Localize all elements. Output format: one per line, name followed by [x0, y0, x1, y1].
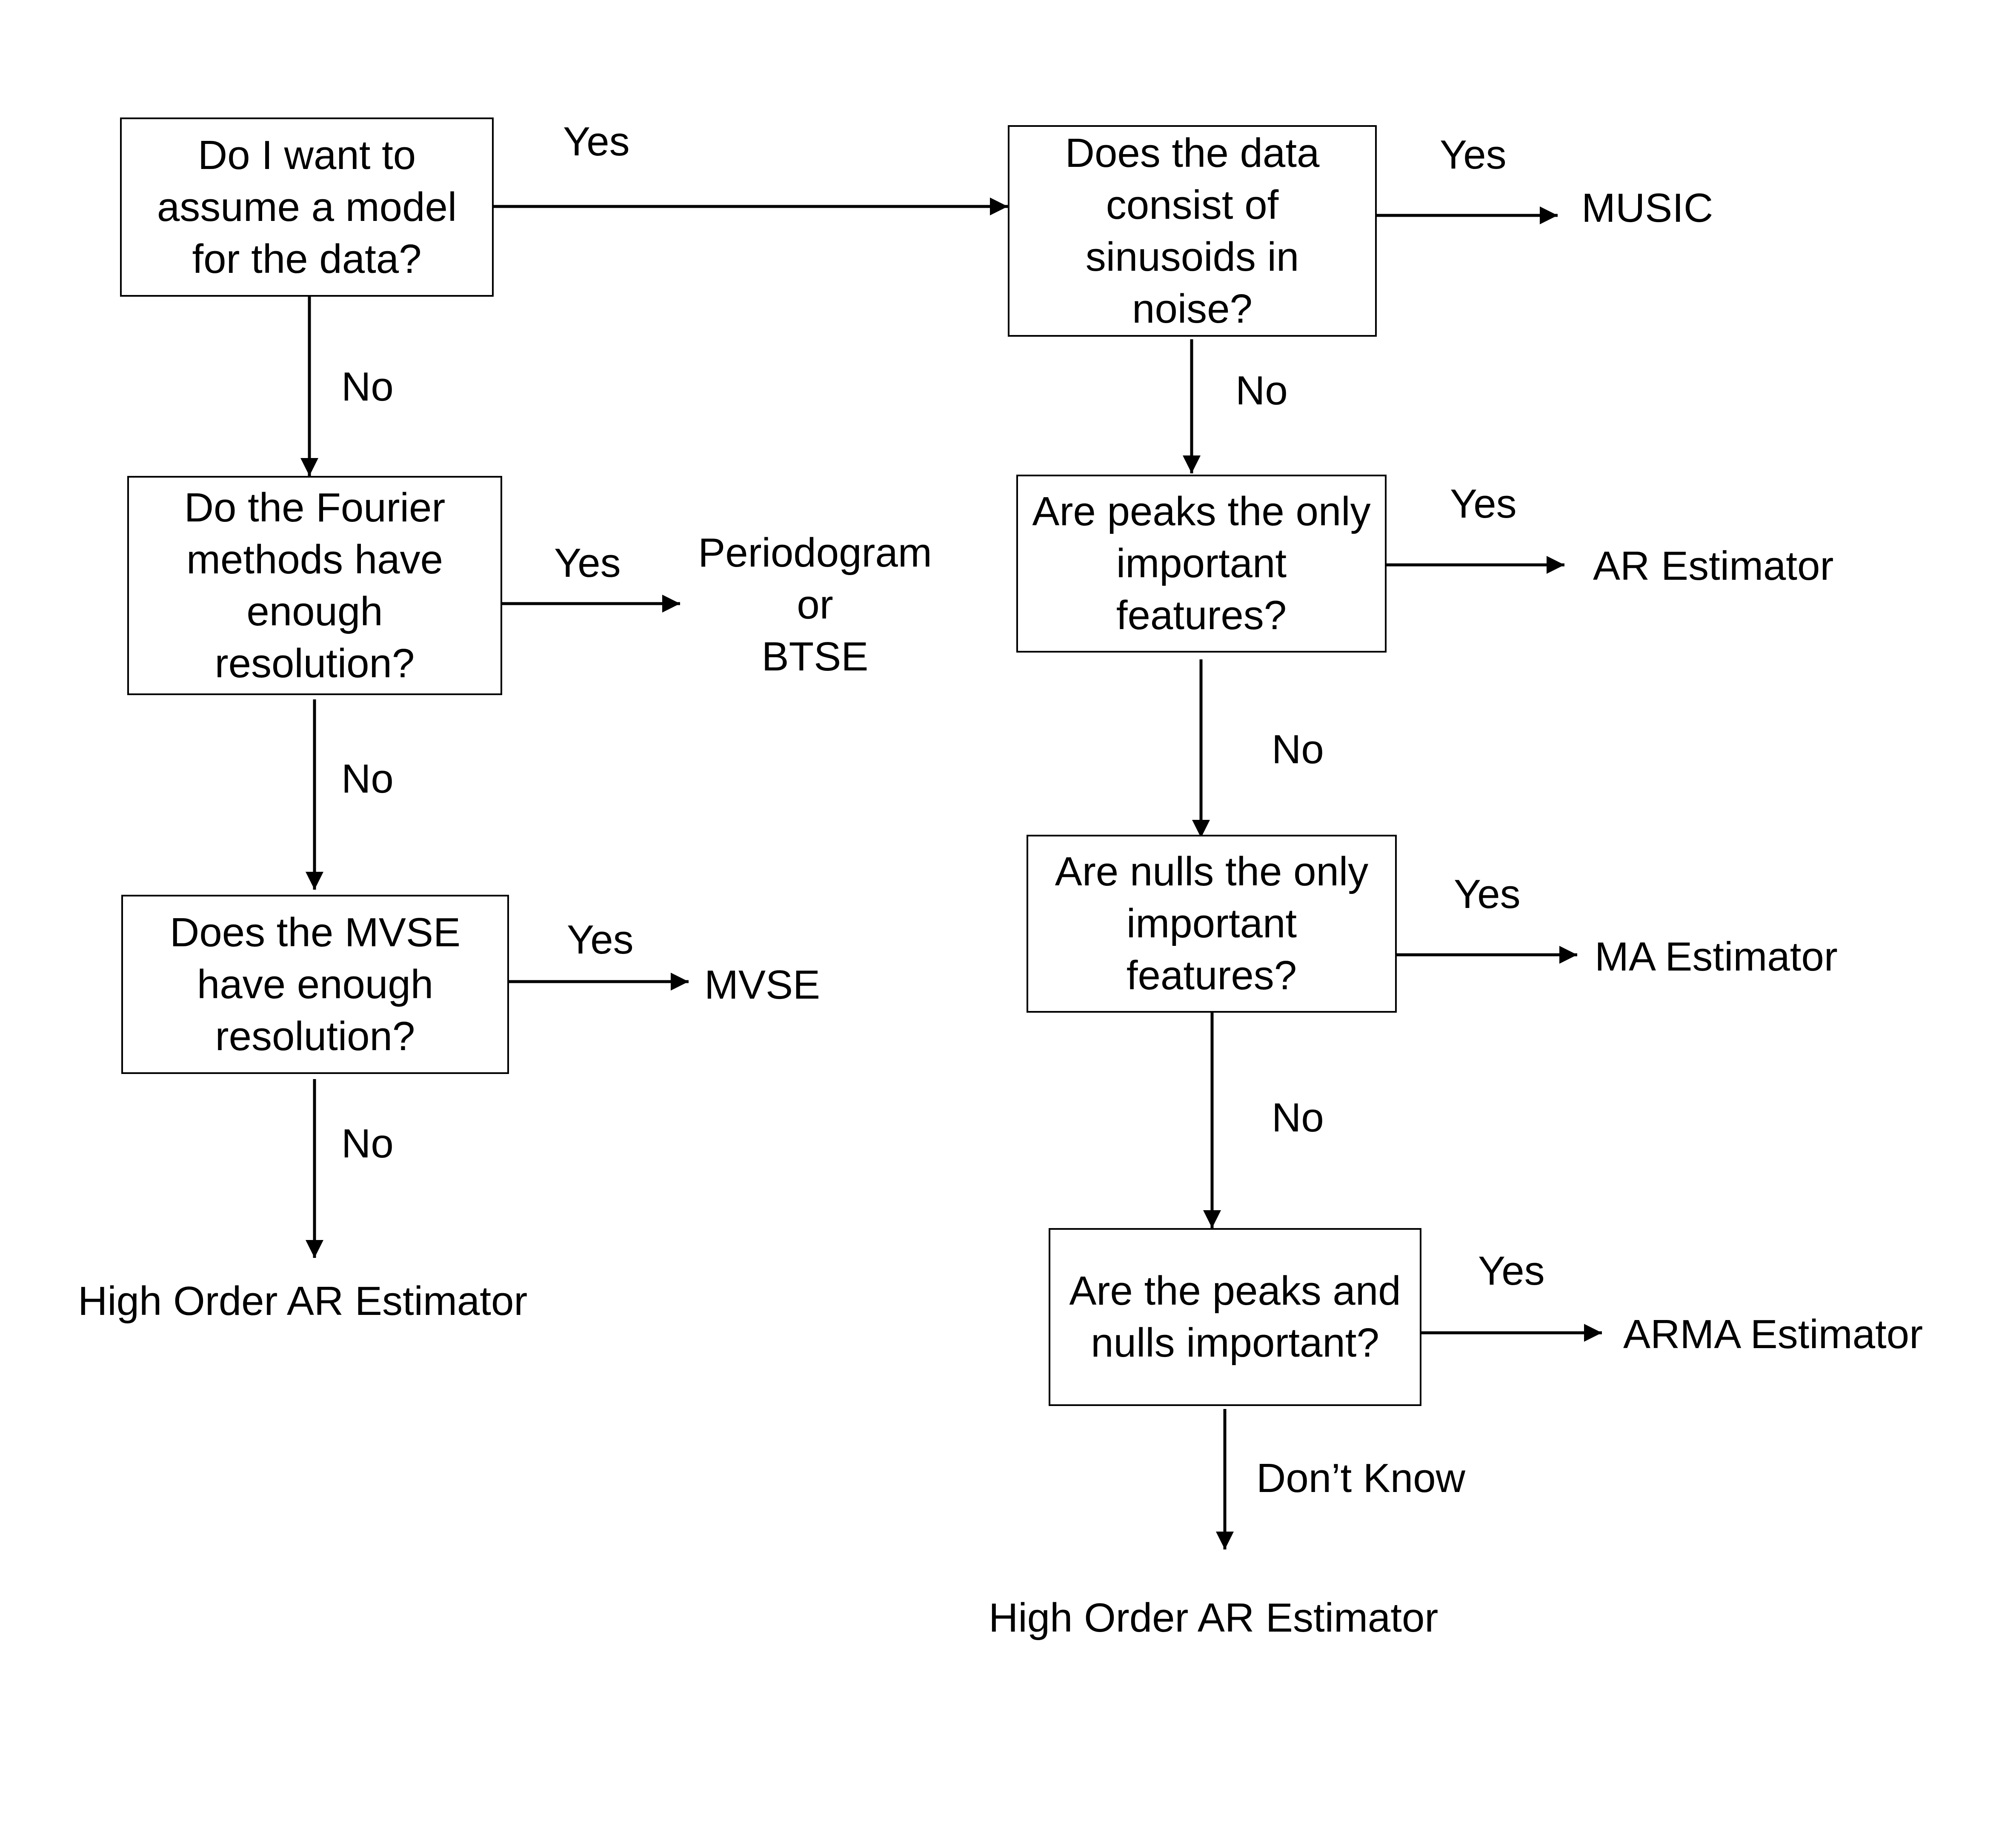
outcome-music: MUSIC [1581, 185, 1713, 231]
question-box-peaks-only: Are peaks the only important features? [1016, 475, 1387, 653]
edge-label-q7-yes: Yes [1478, 1248, 1545, 1294]
edge-label-q7-dont-know: Don’t Know [1256, 1455, 1465, 1501]
edge-label-q3-yes: Yes [567, 917, 634, 962]
question-text: Are peaks the only important features? [1032, 489, 1371, 638]
question-text: Are nulls the only important features? [1055, 849, 1369, 998]
edge-label-q6-yes: Yes [1454, 871, 1521, 917]
outcome-ar-estimator: AR Estimator [1593, 543, 1834, 589]
edge-label-q2-no: No [341, 756, 394, 802]
question-text: Are the peaks and nulls important? [1069, 1268, 1401, 1366]
edge-label-q5-no: No [1272, 727, 1324, 772]
outcome-arma-estimator: ARMA Estimator [1623, 1312, 1923, 1357]
edge-label-q5-yes: Yes [1450, 481, 1517, 527]
question-box-assume-model: Do I want to assume a model for the data… [120, 117, 494, 297]
question-text: Do I want to assume a model for the data… [157, 132, 457, 282]
edge-label-q2-yes: Yes [554, 540, 621, 586]
edge-label-q4-no: No [1235, 368, 1288, 413]
outcome-mvse: MVSE [704, 962, 821, 1008]
outcome-high-order-ar-left: High Order AR Estimator [78, 1278, 528, 1324]
question-text: Do the Fourier methods have enough resol… [184, 484, 446, 686]
question-box-mvse-resolution: Does the MVSE have enough resolution? [121, 895, 509, 1074]
question-text: Does the MVSE have enough resolution? [170, 909, 460, 1059]
outcome-ma-estimator: MA Estimator [1595, 934, 1838, 979]
edge-label-q6-no: No [1272, 1095, 1324, 1140]
edge-label-q1-yes: Yes [563, 119, 630, 164]
question-box-peaks-and-nulls: Are the peaks and nulls important? [1049, 1228, 1421, 1406]
edge-label-q3-no: No [341, 1121, 394, 1166]
outcome-high-order-ar-right: High Order AR Estimator [989, 1595, 1438, 1641]
question-box-fourier-resolution: Do the Fourier methods have enough resol… [127, 476, 502, 695]
outcome-periodogram-or-btse: Periodogram or BTSE [698, 530, 932, 679]
question-box-nulls-only: Are nulls the only important features? [1027, 835, 1397, 1013]
question-text: Does the data consist of sinusoids in no… [1065, 130, 1320, 332]
edge-label-q1-no: No [341, 364, 394, 410]
edge-label-q4-yes: Yes [1440, 132, 1507, 178]
question-box-sinusoids-in-noise: Does the data consist of sinusoids in no… [1008, 125, 1377, 337]
